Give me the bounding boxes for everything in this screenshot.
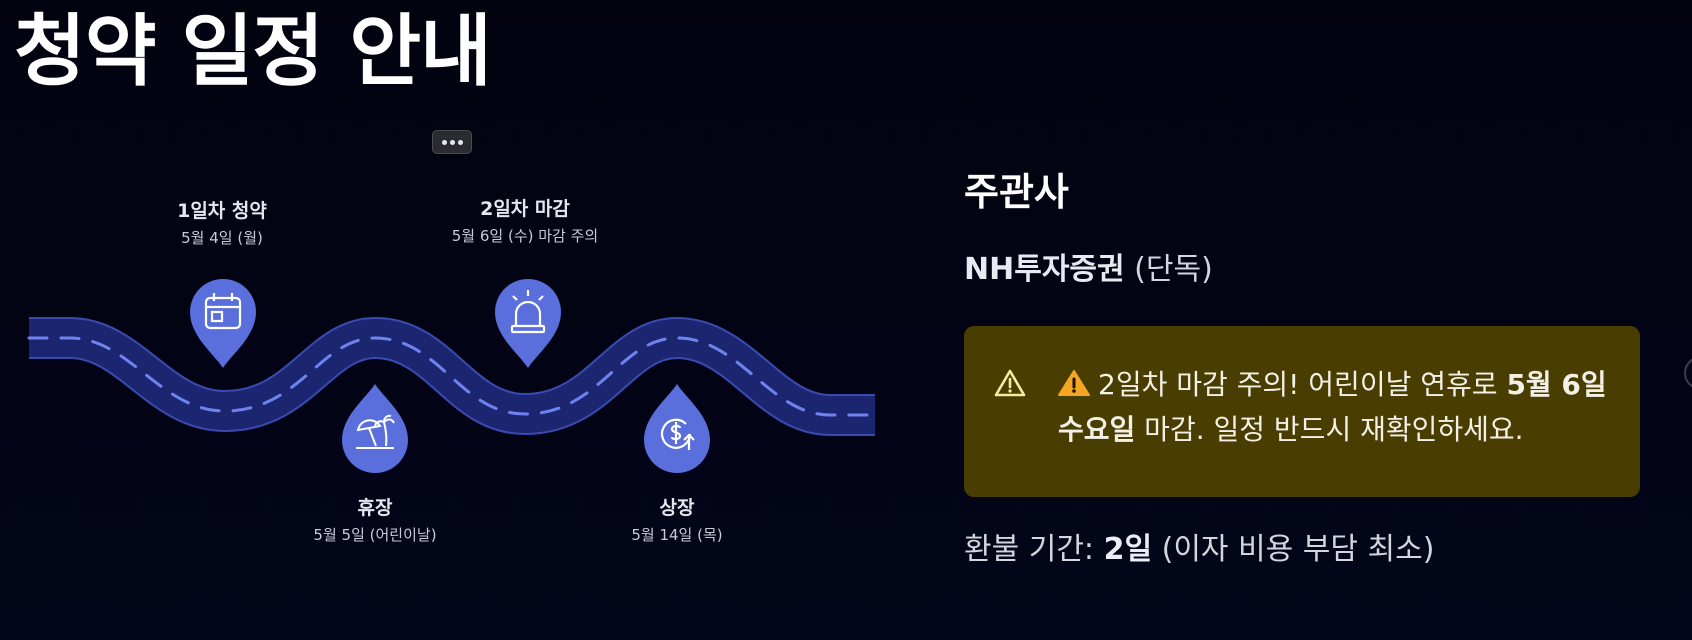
timeline-road [27, 316, 877, 436]
more-dot-icon [449, 139, 455, 145]
underwriter-name: NH투자증권 [964, 252, 1125, 287]
warning-text-bold: 5월 6일 수요일 [1058, 368, 1607, 446]
warning-text: 2일차 마감 주의! 어린이날 연휴로 5월 6일 수요일 마감. 일정 반드시… [1058, 362, 1618, 452]
more-dot-icon [441, 139, 447, 145]
underwriter-heading: 주관사 [964, 170, 1069, 214]
milestone-title: 상장 [659, 497, 695, 519]
siren-icon [510, 290, 546, 334]
milestone-date: 5월 4일 (월) [181, 228, 263, 247]
pin-3[interactable] [493, 276, 563, 370]
milestone-title: 2일차 마감 [480, 198, 570, 220]
refund-value: 2일 [1103, 532, 1153, 567]
milestone-2: 휴장 5월 5일 (어린이날) [275, 497, 475, 544]
page-title: 청약 일정 안내 [14, 7, 492, 97]
milestone-4: 상장 5월 14일 (목) [577, 497, 777, 544]
refund-label: 환불 기간: [964, 532, 1104, 567]
milestone-title: 1일차 청약 [177, 200, 267, 222]
pin-1[interactable] [188, 276, 258, 370]
milestone-title: 휴장 [357, 497, 393, 519]
milestone-date: 5월 14일 (목) [631, 525, 723, 544]
more-options-button[interactable] [432, 130, 472, 154]
milestone-3: 2일차 마감 5월 6일 (수) 마감 주의 [425, 198, 625, 245]
warning-emoji-icon [1058, 370, 1090, 396]
refund-note: (이자 비용 부담 최소) [1152, 532, 1435, 567]
pin-2[interactable] [340, 382, 410, 476]
refund-period: 환불 기간: 2일 (이자 비용 부담 최소) [964, 532, 1434, 568]
milestone-date: 5월 6일 (수) 마감 주의 [451, 226, 599, 245]
dollar-up-icon [660, 418, 695, 450]
beach-icon [356, 414, 395, 449]
warning-callout: 2일차 마감 주의! 어린이날 연휴로 5월 6일 수요일 마감. 일정 반드시… [964, 326, 1640, 497]
warning-text-end: 마감. 일정 반드시 재확인하세요. [1135, 413, 1524, 446]
underwriter-note: (단독) [1134, 252, 1213, 287]
more-dot-icon [457, 139, 463, 145]
calendar-icon [204, 293, 242, 330]
warning-text-start: 2일차 마감 주의! 어린이날 연휴로 [1098, 368, 1507, 401]
milestone-1: 1일차 청약 5월 4일 (월) [122, 200, 322, 247]
underwriter-line: NH투자증권 (단독) [964, 252, 1213, 288]
milestone-date: 5월 5일 (어린이날) [313, 525, 437, 544]
scroll-handle[interactable] [1684, 356, 1692, 390]
warning-outline-icon [994, 369, 1026, 397]
pin-4[interactable] [642, 382, 712, 476]
